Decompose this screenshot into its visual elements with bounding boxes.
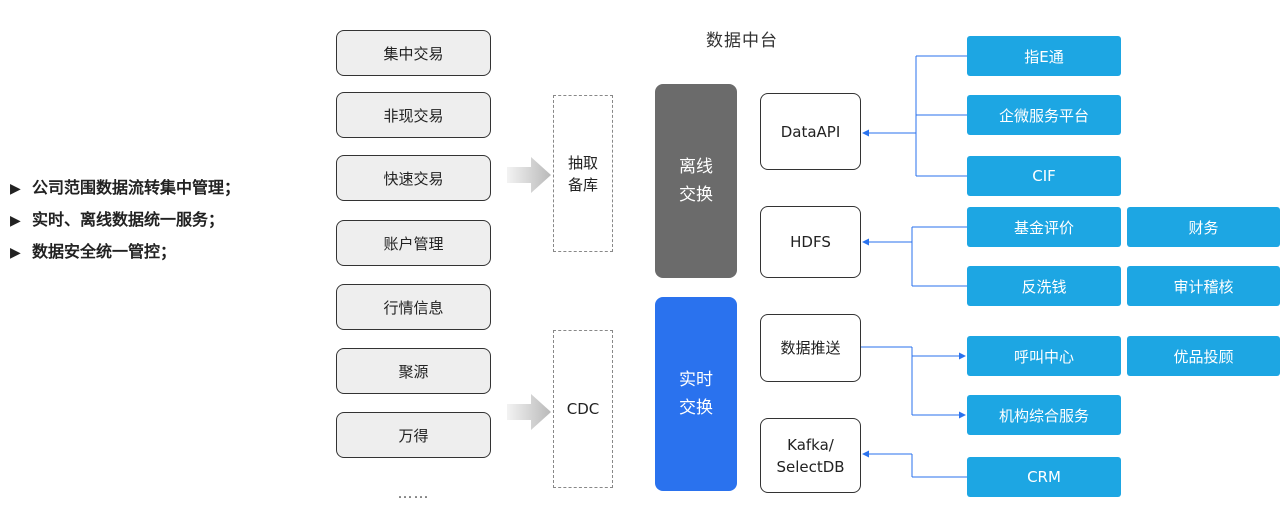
consumer-fanxiqian: 反洗钱 [967, 266, 1121, 306]
extract-backup-box: 抽取备库 [553, 95, 613, 252]
offline-exchange-block: 离线交换 [655, 84, 737, 278]
cdc-box: CDC [553, 330, 613, 488]
source-box: 万得 [336, 412, 491, 458]
consumer-shenji: 审计稽核 [1127, 266, 1280, 306]
consumer-caiwu: 财务 [1127, 207, 1280, 247]
source-box: 聚源 [336, 348, 491, 394]
source-box: 行情信息 [336, 284, 491, 330]
consumer-zhiet: 指E通 [967, 36, 1121, 76]
hdfs-box: HDFS [760, 206, 861, 278]
data-push-box: 数据推送 [760, 314, 861, 382]
bullet-item: ▶数据安全统一管控； [10, 236, 240, 268]
source-box: 账户管理 [336, 220, 491, 266]
triangle-icon: ▶ [10, 181, 21, 197]
consumer-hujiao: 呼叫中心 [967, 336, 1121, 376]
consumer-youpin: 优品投顾 [1127, 336, 1280, 376]
triangle-icon: ▶ [10, 213, 21, 229]
consumer-jijin: 基金评价 [967, 207, 1121, 247]
realtime-exchange-block: 实时交换 [655, 297, 737, 491]
bullet-item: ▶公司范围数据流转集中管理； [10, 172, 240, 204]
platform-title: 数据中台 [706, 31, 778, 51]
consumer-crm: CRM [967, 457, 1121, 497]
source-box: 非现交易 [336, 92, 491, 138]
triangle-icon: ▶ [10, 245, 21, 261]
dataapi-box: DataAPI [760, 93, 861, 170]
feature-bullets: ▶公司范围数据流转集中管理； ▶实时、离线数据统一服务； ▶数据安全统一管控； [10, 172, 240, 268]
source-box: 集中交易 [336, 30, 491, 76]
consumer-cif: CIF [967, 156, 1121, 196]
bullet-item: ▶实时、离线数据统一服务； [10, 204, 240, 236]
flow-arrow-icon [507, 394, 551, 430]
source-box: 快速交易 [336, 155, 491, 201]
flow-arrow-icon [507, 157, 551, 193]
consumer-qiwei: 企微服务平台 [967, 95, 1121, 135]
more-sources: …… [397, 484, 430, 502]
consumer-jigou: 机构综合服务 [967, 395, 1121, 435]
kafka-selectdb-box: Kafka/SelectDB [760, 418, 861, 493]
